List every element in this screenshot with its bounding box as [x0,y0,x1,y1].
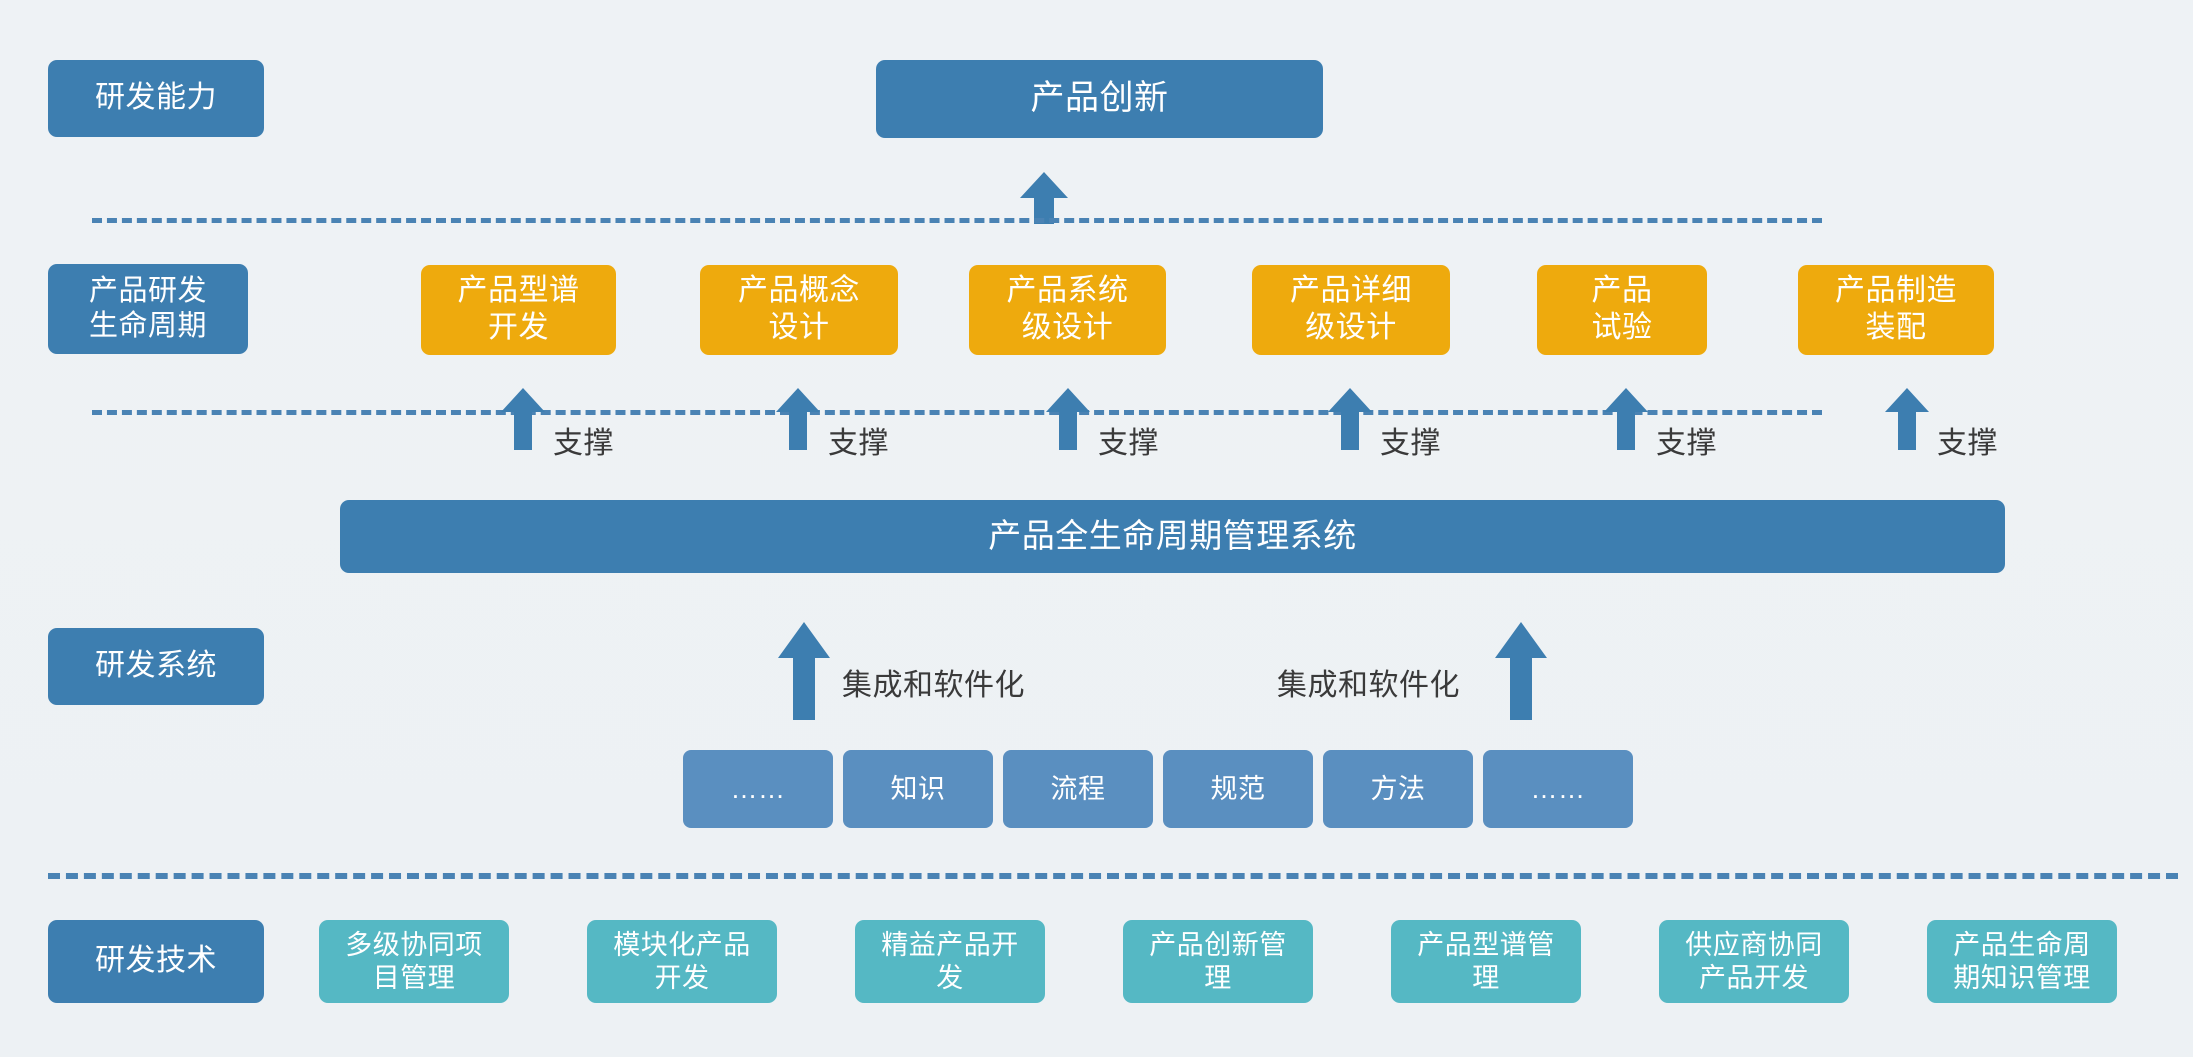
row-label-product-rd-lifecycle[interactable]: 产品研发 生命周期 [48,264,248,354]
technology-box-5[interactable]: 产品型谱管 理 [1391,920,1581,1003]
arrow-up-support-1 [501,388,545,450]
stage-box-2[interactable]: 产品概念 设计 [700,265,898,355]
stage-box-5[interactable]: 产品 试验 [1537,265,1707,355]
row-label-rd-technology[interactable]: 研发技术 [48,920,264,1003]
arrow-up-support-6 [1885,388,1929,450]
node-product-innovation[interactable]: 产品创新 [876,60,1323,138]
foundation-box-5[interactable]: 方法 [1323,750,1473,828]
stage-box-4[interactable]: 产品详细 级设计 [1252,265,1450,355]
foundation-box-3[interactable]: 流程 [1003,750,1153,828]
technology-box-7[interactable]: 产品生命周 期知识管理 [1927,920,2117,1003]
technology-box-3[interactable]: 精益产品开 发 [855,920,1045,1003]
technology-box-2[interactable]: 模块化产品 开发 [587,920,777,1003]
support-caption-4: 支撑 [1380,427,1441,460]
technology-box-1[interactable]: 多级协同项 目管理 [319,920,509,1003]
stage-box-6[interactable]: 产品制造 装配 [1798,265,1994,355]
support-caption-1: 支撑 [553,427,614,460]
node-plm-system[interactable]: 产品全生命周期管理系统 [340,500,2005,573]
arrow-up-to-product-innovation [1020,172,1068,224]
integration-caption-left: 集成和软件化 [842,669,1025,702]
row-label-rd-capability[interactable]: 研发能力 [48,60,264,137]
integration-caption-right: 集成和软件化 [1277,669,1460,702]
arrow-up-integration-right [1495,622,1547,720]
foundation-box-4[interactable]: 规范 [1163,750,1313,828]
support-caption-2: 支撑 [828,427,889,460]
arrow-up-support-2 [776,388,820,450]
stage-box-3[interactable]: 产品系统 级设计 [969,265,1166,355]
stage-box-1[interactable]: 产品型谱 开发 [421,265,616,355]
divider-capability-lifecycle [92,218,1822,223]
divider-system-technology [48,873,2178,879]
foundation-box-6[interactable]: …… [1483,750,1633,828]
divider-lifecycle-system [92,410,1822,415]
foundation-box-1[interactable]: …… [683,750,833,828]
foundation-box-2[interactable]: 知识 [843,750,993,828]
arrow-up-support-5 [1604,388,1648,450]
technology-box-6[interactable]: 供应商协同 产品开发 [1659,920,1849,1003]
support-caption-5: 支撑 [1656,427,1717,460]
arrow-up-support-4 [1328,388,1372,450]
support-caption-3: 支撑 [1098,427,1159,460]
arrow-up-support-3 [1046,388,1090,450]
technology-box-4[interactable]: 产品创新管 理 [1123,920,1313,1003]
support-caption-6: 支撑 [1937,427,1998,460]
arrow-up-integration-left [778,622,830,720]
row-label-rd-system[interactable]: 研发系统 [48,628,264,705]
